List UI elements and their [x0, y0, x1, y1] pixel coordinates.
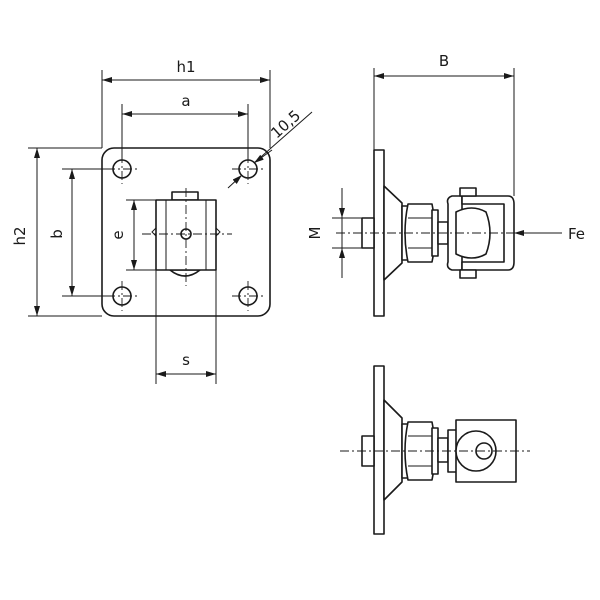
- label-e: e: [109, 230, 127, 239]
- label-h2: h2: [11, 226, 29, 245]
- dimension-s: s: [155, 270, 217, 384]
- dimension-e: e: [109, 199, 156, 271]
- bottom-plate: [373, 365, 385, 535]
- label-a: a: [181, 92, 190, 110]
- dimension-h1: h1: [101, 58, 271, 148]
- hinge-top-tab: [171, 191, 199, 201]
- force-arrow-Fe: Fe: [514, 225, 585, 243]
- front-view: [101, 147, 271, 317]
- label-B: B: [439, 52, 449, 70]
- side-bracket: [461, 195, 515, 271]
- bottom-shaft: [437, 437, 449, 463]
- dimension-b: b: [48, 168, 112, 297]
- side-view: [336, 149, 530, 317]
- label-Fe: Fe: [568, 225, 585, 243]
- dimension-M: M: [306, 188, 362, 278]
- label-s: s: [182, 351, 190, 369]
- label-hole-diameter: 10,5: [267, 106, 304, 142]
- dimension-a: a: [121, 92, 249, 160]
- bottom-view: [340, 365, 530, 535]
- bottom-cone-base: [383, 399, 403, 501]
- label-M: M: [306, 227, 324, 240]
- dimension-h2: h2: [11, 147, 102, 317]
- label-b: b: [48, 229, 66, 239]
- dimension-B: B: [373, 52, 515, 196]
- label-h1: h1: [176, 58, 195, 76]
